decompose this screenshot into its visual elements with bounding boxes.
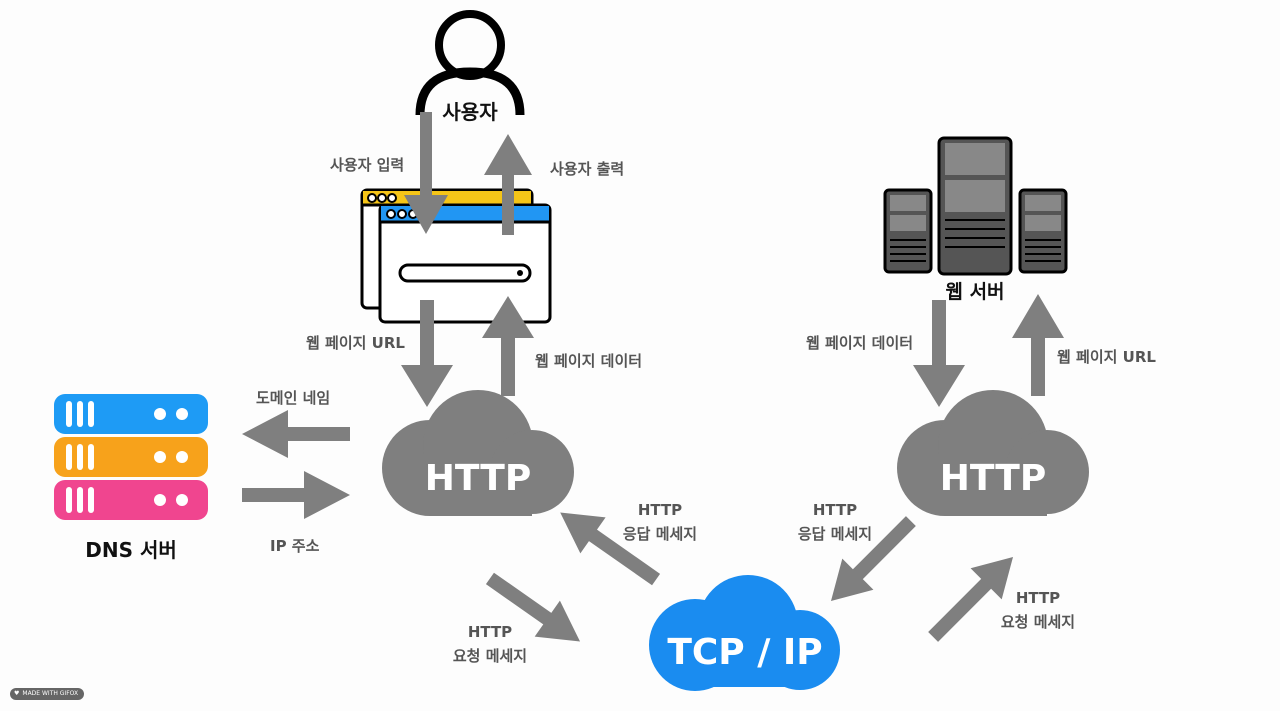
watermark-text: MADE WITH GIFOX bbox=[22, 690, 79, 697]
http-request-label-right: HTTP 요청 메세지 bbox=[1001, 586, 1075, 634]
http-response-label-right: HTTP 응답 메세지 bbox=[798, 498, 872, 546]
ip-address-arrow bbox=[242, 471, 350, 519]
web-page-url-arrow-left bbox=[401, 300, 453, 407]
tcp-ip-cloud-label: TCP / IP bbox=[667, 632, 823, 673]
web-page-url-label-left: 웹 페이지 URL bbox=[306, 334, 405, 352]
web-page-data-label-left: 웹 페이지 데이터 bbox=[535, 352, 643, 370]
browser-icon bbox=[360, 188, 552, 324]
user-output-label: 사용자 출력 bbox=[550, 160, 625, 178]
http-response-label-left: HTTP 응답 메세지 bbox=[623, 498, 697, 546]
http-request-label-left-line2: 요청 메세지 bbox=[452, 647, 528, 665]
web-server-icon bbox=[883, 136, 1068, 276]
watermark-badge: ♥MADE WITH GIFOX bbox=[10, 688, 85, 700]
dns-server-label: DNS 서버 bbox=[85, 538, 177, 562]
web-server-label: 웹 서버 bbox=[945, 281, 1005, 303]
user-input-label: 사용자 입력 bbox=[330, 156, 405, 174]
http-cloud-right-label: HTTP bbox=[939, 458, 1047, 499]
http-cloud-left-label: HTTP bbox=[424, 458, 532, 499]
user-input-arrow bbox=[404, 112, 448, 234]
tcp-ip-cloud bbox=[649, 575, 840, 691]
dns-server-icon bbox=[54, 394, 208, 520]
http-request-label-left: HTTP 요청 메세지 bbox=[453, 620, 527, 668]
http-response-arrow-right bbox=[830, 516, 916, 602]
domain-name-label: 도메인 네임 bbox=[256, 389, 331, 407]
web-page-url-arrow-right bbox=[1012, 294, 1064, 396]
user-label: 사용자 bbox=[442, 100, 498, 124]
web-page-data-arrow-left bbox=[482, 296, 534, 396]
http-response-label-left-line1: HTTP bbox=[637, 501, 683, 519]
web-page-url-label-right: 웹 페이지 URL bbox=[1057, 348, 1156, 366]
http-request-label-right-line2: 요청 메세지 bbox=[1000, 613, 1076, 631]
user-output-arrow bbox=[484, 134, 532, 235]
http-request-label-left-line1: HTTP bbox=[467, 623, 513, 641]
web-page-data-arrow-right bbox=[913, 300, 965, 407]
http-response-label-left-line2: 응답 메세지 bbox=[622, 525, 698, 543]
domain-name-arrow bbox=[242, 410, 350, 458]
http-request-label-right-line1: HTTP bbox=[1015, 589, 1061, 607]
http-response-label-right-line2: 응답 메세지 bbox=[797, 525, 873, 543]
heart-icon: ♥ bbox=[14, 690, 20, 697]
http-cloud-left bbox=[382, 390, 574, 516]
http-response-arrow-left bbox=[560, 512, 661, 586]
web-page-data-label-right: 웹 페이지 데이터 bbox=[806, 334, 914, 352]
ip-address-label: IP 주소 bbox=[270, 537, 320, 555]
http-request-arrow-right bbox=[928, 556, 1014, 642]
http-request-arrow-left bbox=[485, 572, 581, 642]
http-cloud-right bbox=[897, 390, 1089, 516]
http-response-label-right-line1: HTTP bbox=[812, 501, 858, 519]
user-icon bbox=[415, 10, 525, 123]
